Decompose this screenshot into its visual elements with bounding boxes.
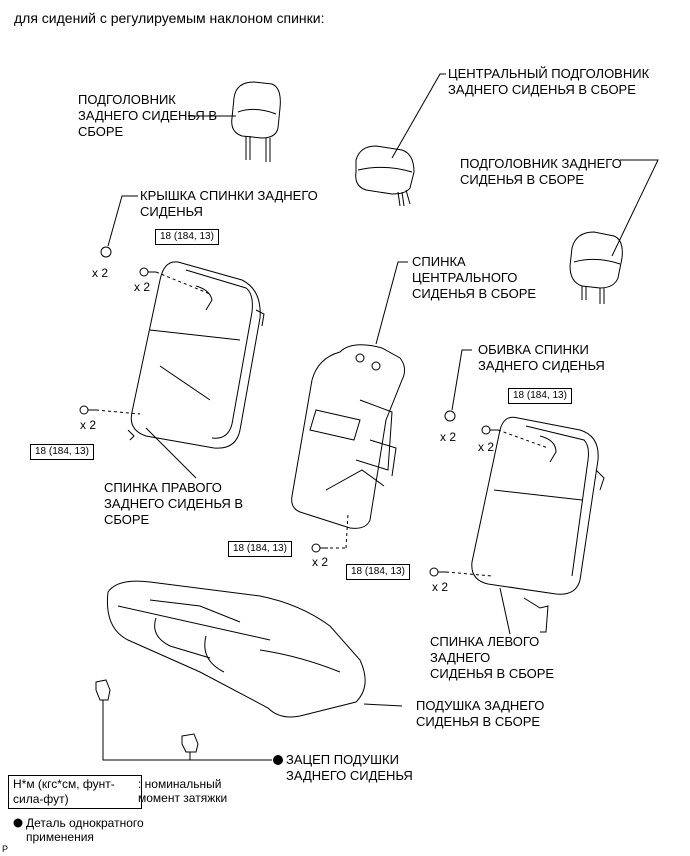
one-time-use-marker-icon bbox=[273, 755, 283, 765]
headrest-center-icon bbox=[355, 145, 415, 207]
label-left-seatback: СПИНКА ЛЕВОГО ЗАДНЕГО СИДЕНЬЯ В СБОРЕ bbox=[430, 634, 555, 681]
label-headrest-center: ЦЕНТРАЛЬНЫЙ ПОДГОЛОВНИК ЗАДНЕГО СИДЕНЬЯ … bbox=[448, 66, 650, 97]
right-seatback-icon bbox=[127, 261, 265, 449]
left-seatback-icon bbox=[471, 416, 605, 633]
torque-spec: 18 (184, 13) bbox=[228, 541, 292, 557]
label-seatback-cover: КРЫШКА СПИНКИ ЗАДНЕГО СИДЕНЬЯ bbox=[140, 188, 318, 219]
bolt-icon bbox=[311, 543, 328, 553]
label-center-seatback: СПИНКА ЦЕНТРАЛЬНОГО СИДЕНЬЯ В СБОРЕ bbox=[412, 254, 537, 301]
torque-spec: 18 (184, 13) bbox=[508, 388, 572, 404]
legend-one-time-description: Деталь однократного применения bbox=[26, 816, 144, 844]
label-headrest-left: ПОДГОЛОВНИК ЗАДНЕГО СИДЕНЬЯ В СБОРЕ bbox=[460, 156, 622, 187]
leader-lines bbox=[102, 73, 659, 761]
bolt-icon bbox=[481, 425, 498, 435]
one-time-use-legend-icon bbox=[13, 818, 23, 828]
label-cushion: ПОДУШКА ЗАДНЕГО СИДЕНЬЯ В СБОРЕ bbox=[416, 698, 545, 729]
label-cushion-hook: ЗАЦЕП ПОДУШКИ ЗАДНЕГО СИДЕНЬЯ bbox=[286, 752, 413, 783]
legend-unit-description: : номинальный момент затяжки bbox=[138, 777, 228, 805]
footer-mark: P bbox=[2, 844, 9, 854]
bolt-icon bbox=[139, 267, 156, 277]
quantity-label: x 2 bbox=[134, 280, 151, 294]
quantity-label: x 2 bbox=[440, 430, 457, 444]
install-lines bbox=[95, 271, 549, 577]
page-title: для сидений с регулируемым наклоном спин… bbox=[14, 10, 325, 26]
center-seatback-icon bbox=[291, 344, 406, 529]
quantity-label: x 2 bbox=[312, 555, 329, 569]
quantity-label: x 2 bbox=[478, 440, 495, 454]
bolt-icon bbox=[429, 567, 446, 577]
headrest-left-icon bbox=[569, 231, 623, 304]
clip-icon bbox=[100, 246, 112, 258]
quantity-label: x 2 bbox=[432, 580, 449, 594]
label-seatback-trim: ОБИВКА СПИНКИ ЗАДНЕГО СИДЕНЬЯ bbox=[478, 342, 605, 373]
quantity-label: x 2 bbox=[80, 418, 97, 432]
cushion-icon bbox=[106, 580, 366, 718]
bolt-icon bbox=[79, 405, 96, 415]
clip-icon bbox=[444, 410, 456, 422]
quantity-label: x 2 bbox=[92, 266, 109, 280]
label-right-seatback: СПИНКА ПРАВОГО ЗАДНЕГО СИДЕНЬЯ В СБОРЕ bbox=[104, 480, 244, 527]
torque-spec: 18 (184, 13) bbox=[346, 564, 410, 580]
cushion-hook-2-icon bbox=[181, 733, 199, 760]
label-headrest-right: ПОДГОЛОВНИК ЗАДНЕГО СИДЕНЬЯ В СБОРЕ bbox=[78, 92, 218, 139]
torque-spec: 18 (184, 13) bbox=[155, 229, 219, 245]
legend-unit-box: Н*м (кгс*см, фунт- сила-фут) bbox=[8, 775, 142, 809]
torque-spec: 18 (184, 13) bbox=[30, 444, 94, 460]
cushion-hook-1-icon bbox=[95, 679, 111, 708]
headrest-right-icon bbox=[231, 81, 281, 162]
